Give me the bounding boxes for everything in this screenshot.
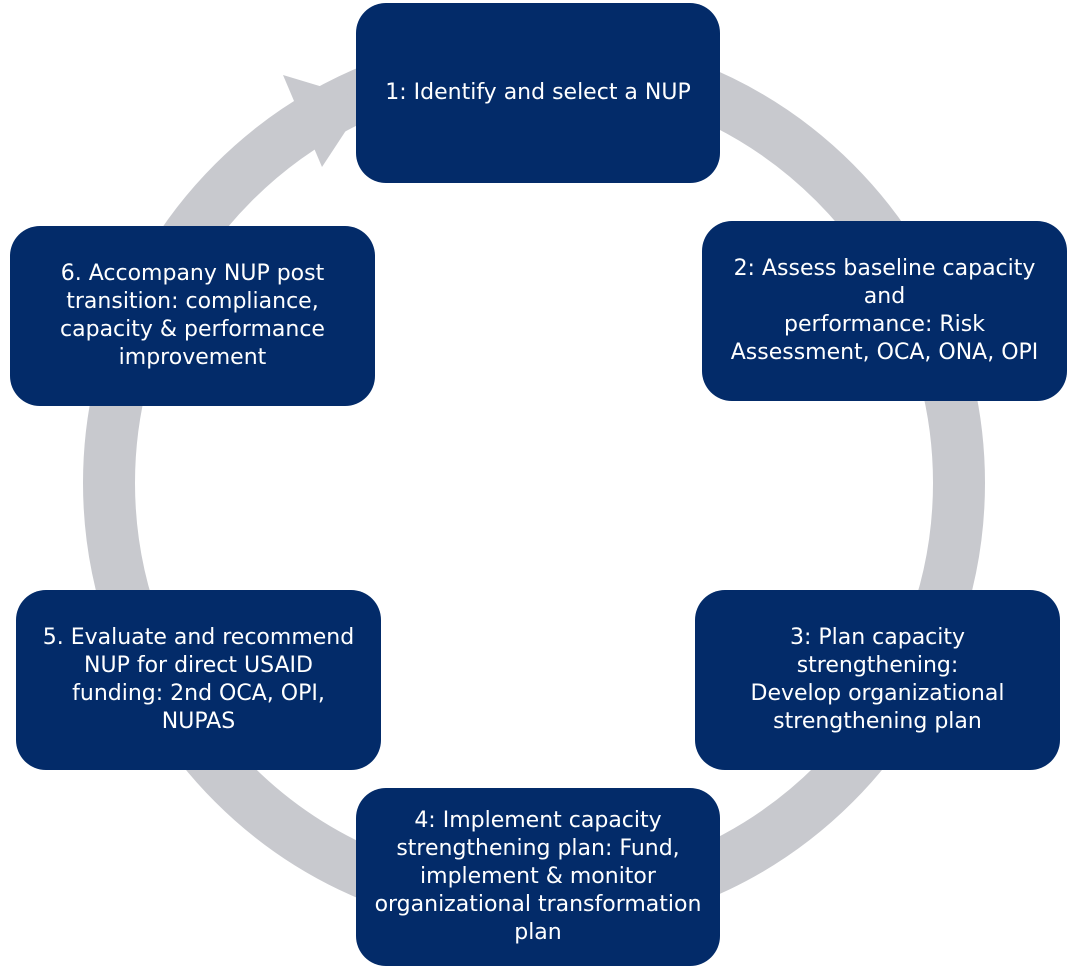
step-2-label: 2: Assess baseline capacity and performa… — [730, 256, 1039, 365]
step-5-box: 5. Evaluate and recommend NUP for direct… — [16, 590, 381, 770]
step-1-box: 1: Identify and select a NUP — [356, 3, 720, 183]
step-6-label: 6. Accompany NUP post transition: compli… — [60, 261, 325, 370]
step-4-box: 4: Implement capacity strengthening plan… — [356, 788, 720, 966]
step-1-label: 1: Identify and select a NUP — [385, 80, 691, 105]
step-3-box: 3: Plan capacity strengthening: Develop … — [695, 590, 1060, 770]
step-6-box: 6. Accompany NUP post transition: compli… — [10, 226, 375, 406]
step-5-label: 5. Evaluate and recommend NUP for direct… — [42, 625, 355, 734]
cycle-ring-track — [83, 32, 985, 934]
step-3-label: 3: Plan capacity strengthening: Develop … — [750, 625, 1005, 734]
cycle-arrowhead-icon — [283, 75, 366, 167]
step-2-box: 2: Assess baseline capacity and performa… — [702, 221, 1067, 401]
step-4-label: 4: Implement capacity strengthening plan… — [374, 808, 702, 945]
